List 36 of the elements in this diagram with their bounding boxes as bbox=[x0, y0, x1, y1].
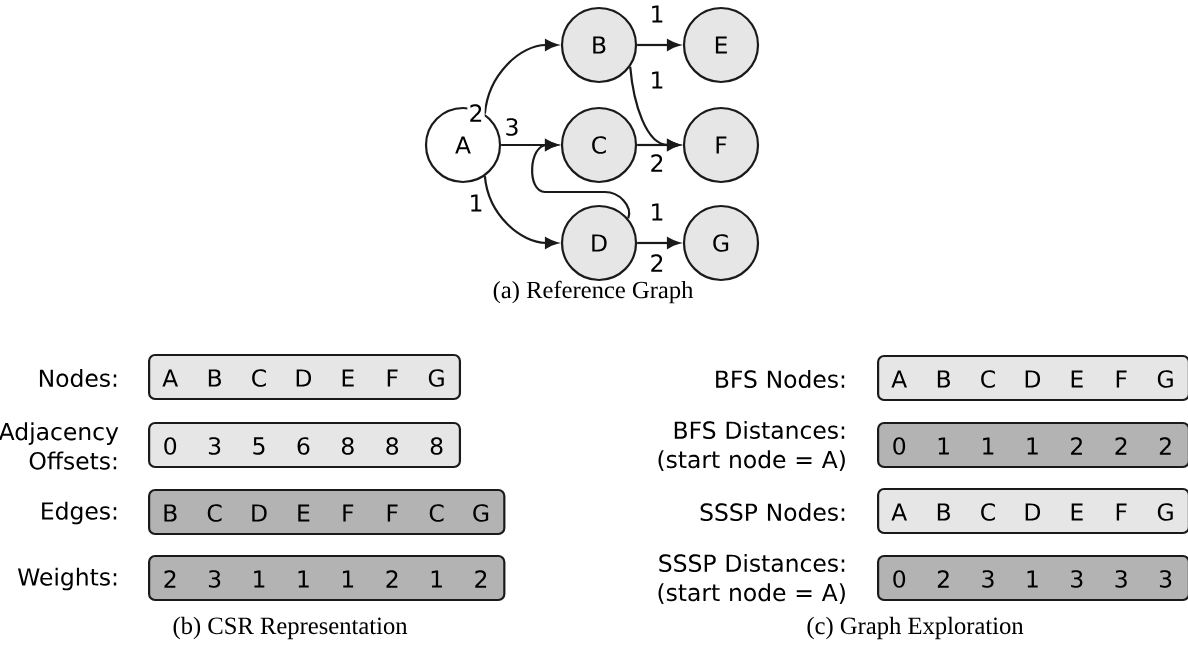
graph-node: C bbox=[560, 106, 638, 184]
graph-node: F bbox=[682, 106, 760, 184]
graph-node: B bbox=[560, 6, 638, 84]
arrow bbox=[637, 237, 680, 249]
row-label: BFS Nodes: bbox=[716, 369, 845, 389]
row-label: BFS Distances: (start node = A) bbox=[658, 420, 845, 472]
array-box: 0 3 5 6 8 8 8 bbox=[148, 421, 462, 469]
edge-label: 2 bbox=[648, 153, 666, 173]
edge-label: 3 bbox=[503, 116, 521, 137]
row-label: SSSP Nodes: bbox=[700, 502, 845, 522]
array-box: B C D E F F C G bbox=[148, 488, 506, 536]
arrow bbox=[531, 139, 631, 219]
caption: (a) Reference Graph bbox=[493, 280, 694, 304]
array-box: A B C D E F G bbox=[877, 354, 1188, 402]
edge-label: 1 bbox=[648, 202, 666, 222]
row-label: Edges: bbox=[42, 501, 117, 525]
row-label: Nodes: bbox=[39, 368, 117, 388]
array-box: 0 2 3 1 3 3 3 bbox=[877, 554, 1188, 602]
array-box: 2 3 1 1 1 2 1 2 bbox=[148, 554, 506, 602]
array-box: 0 1 1 1 2 2 2 bbox=[877, 421, 1188, 469]
edge-label: 1 bbox=[467, 193, 485, 213]
arrow bbox=[483, 39, 558, 114]
edge-label: 1 bbox=[648, 4, 666, 24]
arrow bbox=[637, 139, 680, 151]
array-box: A B C D E F G bbox=[148, 353, 462, 401]
row-label: Weights: bbox=[17, 567, 117, 591]
edge-label: 1 bbox=[648, 70, 666, 90]
arrow bbox=[637, 39, 680, 51]
row-label: SSSP Distances: (start node = A) bbox=[658, 553, 845, 605]
caption: (c) Graph Exploration bbox=[807, 616, 1024, 640]
edge-label: 2 bbox=[648, 253, 666, 273]
edge-label: 2 bbox=[467, 103, 485, 123]
graph-node: G bbox=[682, 204, 760, 282]
array-box: A B C D E F G bbox=[877, 487, 1188, 535]
arrow bbox=[483, 176, 558, 249]
graph-node: E bbox=[682, 6, 760, 84]
